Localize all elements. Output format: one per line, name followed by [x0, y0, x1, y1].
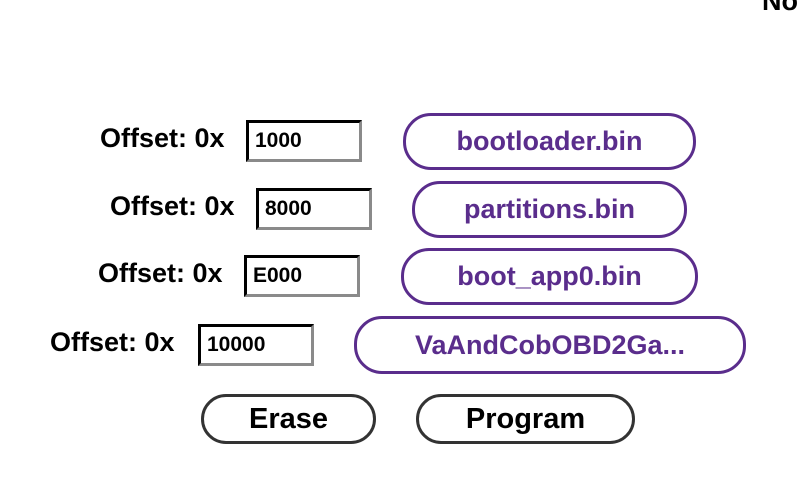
offset-label-firmware: Offset: 0x [50, 327, 175, 357]
offset-input-firmware[interactable] [198, 324, 314, 366]
offset-label-bootloader: Offset: 0x [100, 123, 225, 153]
offset-label-boot-app0: Offset: 0x [98, 258, 223, 288]
select-partitions-file-button[interactable]: partitions.bin [412, 181, 687, 238]
offset-input-partitions[interactable] [256, 188, 372, 230]
select-firmware-file-button[interactable]: VaAndCobOBD2Ga... [354, 316, 746, 374]
offset-input-bootloader[interactable] [246, 120, 362, 162]
program-button[interactable]: Program [416, 394, 635, 444]
select-boot-app0-file-button[interactable]: boot_app0.bin [401, 248, 698, 305]
select-bootloader-file-button[interactable]: bootloader.bin [403, 113, 696, 170]
erase-button[interactable]: Erase [201, 394, 376, 444]
status-text: No [762, 0, 798, 16]
offset-label-partitions: Offset: 0x [110, 191, 235, 221]
offset-input-boot-app0[interactable] [244, 255, 360, 297]
